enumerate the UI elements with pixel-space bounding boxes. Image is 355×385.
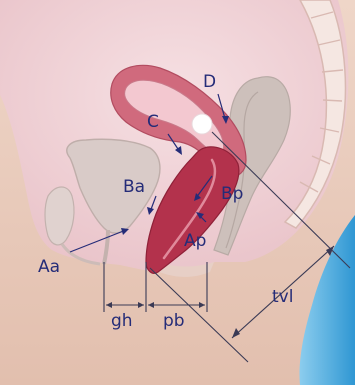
label-c: C bbox=[147, 112, 159, 132]
point-d-marker bbox=[192, 114, 212, 134]
label-aa: Aa bbox=[38, 257, 60, 277]
label-ba: Ba bbox=[123, 177, 145, 197]
label-d: D bbox=[203, 72, 216, 92]
label-bp: Bp bbox=[221, 184, 243, 204]
label-pb: pb bbox=[163, 311, 185, 331]
label-gh: gh bbox=[111, 311, 133, 331]
label-ap: Ap bbox=[184, 231, 206, 251]
label-tvl: tvl bbox=[272, 287, 293, 307]
